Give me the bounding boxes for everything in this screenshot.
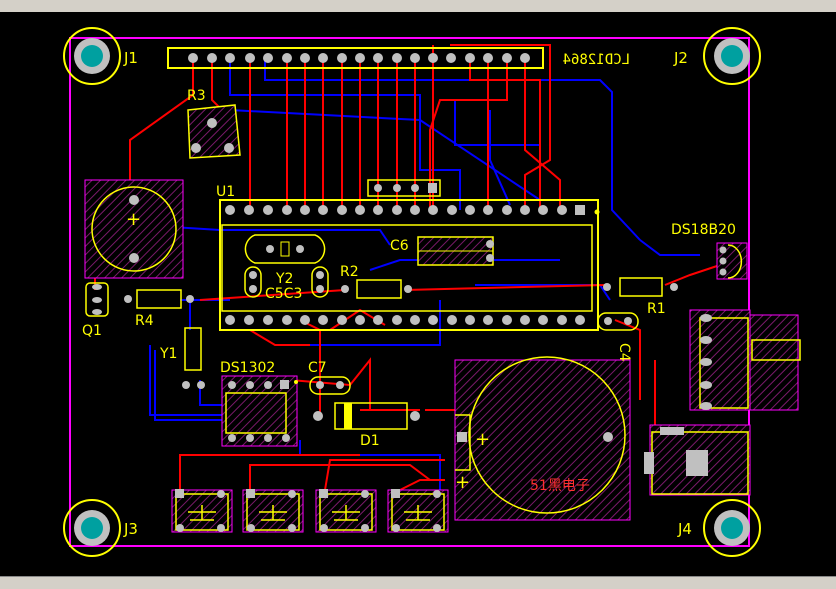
- svg-text:+: +: [126, 209, 141, 230]
- label-c4: C4: [616, 343, 632, 362]
- label-c5c3: C5C3: [265, 286, 302, 302]
- push-button-1: [171, 489, 233, 533]
- c4-capacitor: [597, 312, 639, 331]
- label-u1: U1: [216, 184, 235, 200]
- label-j2: J2: [673, 49, 688, 67]
- side-connector: [689, 309, 801, 411]
- push-button-3: [315, 489, 377, 533]
- mounting-hole-j3: [63, 499, 121, 557]
- mounting-hole-j2: [703, 27, 761, 85]
- c6-capacitor: [417, 236, 494, 266]
- dc-power-jack: [644, 424, 751, 496]
- three-pin-header: [367, 179, 441, 197]
- c5-c3-capacitors: [244, 266, 329, 298]
- label-r3: R3: [187, 88, 206, 104]
- r2-resistor: [341, 279, 412, 299]
- battery-holder: + + 51黑电子: [454, 356, 631, 521]
- mounting-hole-j1: [63, 27, 121, 85]
- r4-resistor: [124, 289, 194, 309]
- status-bar: [0, 576, 836, 589]
- lcd-header: [167, 47, 544, 69]
- label-c7: C7: [308, 360, 327, 376]
- label-c6: C6: [390, 238, 409, 254]
- y2-crystal: [244, 234, 326, 264]
- push-button-4: [387, 489, 449, 533]
- pcb-canvas[interactable]: +: [0, 12, 836, 576]
- label-r2: R2: [340, 264, 359, 280]
- d1-diode: [313, 402, 420, 430]
- svg-text:+: +: [475, 429, 490, 450]
- label-ds18b20: DS18B20: [671, 222, 736, 238]
- label-r4: R4: [135, 313, 154, 329]
- pcb-board-svg: +: [63, 27, 801, 557]
- brand-text: 51黑电子: [530, 478, 590, 494]
- ds1302-chip: [221, 375, 298, 447]
- label-j1: J1: [123, 49, 138, 67]
- ds18b20-sensor: [716, 242, 748, 280]
- u1-mcu-footprint: [219, 199, 600, 331]
- board-outline: [69, 37, 750, 547]
- y1-crystal: [182, 327, 205, 389]
- c7-capacitor: [309, 376, 351, 395]
- mounting-hole-j4: [703, 499, 761, 557]
- r3-trimmer: [187, 104, 241, 159]
- label-q1: Q1: [82, 323, 102, 339]
- label-ds1302: DS1302: [220, 360, 275, 376]
- r1-resistor: [603, 277, 678, 297]
- label-j3: J3: [123, 520, 138, 538]
- label-y2: Y2: [275, 271, 293, 287]
- label-d1: D1: [360, 433, 380, 449]
- svg-text:+: +: [455, 472, 470, 493]
- label-j4: J4: [677, 520, 692, 538]
- window-title-strip: [0, 0, 836, 12]
- buzzer: +: [84, 179, 184, 279]
- label-lcd12864-mirrored: LCD12864: [563, 52, 630, 68]
- label-r1: R1: [647, 301, 666, 317]
- push-button-2: [242, 489, 304, 533]
- q1-transistor: [85, 282, 109, 317]
- label-y1: Y1: [159, 346, 177, 362]
